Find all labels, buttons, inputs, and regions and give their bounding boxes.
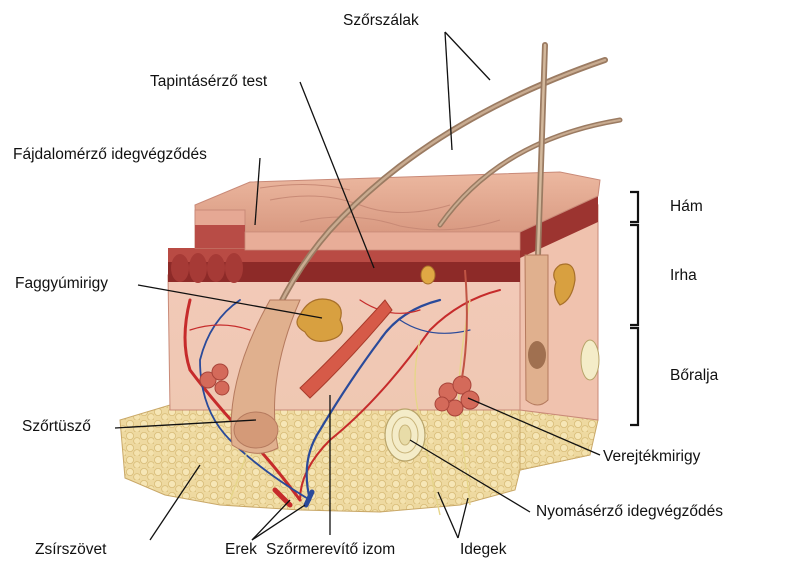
label-nerves: Idegek: [460, 541, 507, 558]
leader-lines: [114, 31, 601, 541]
hair-follicle: [230, 254, 549, 454]
label-pressure-receptor: Nyomásérző idegvégződés: [536, 503, 723, 520]
label-hairs: Szőrszálak: [343, 12, 419, 29]
label-arrector-muscle: Szőrmerevítő izom: [266, 541, 396, 558]
label-blood-vessels: Erek: [225, 541, 257, 558]
label-fat-tissue: Zsírszövet: [35, 541, 107, 558]
sebaceous-gland: [296, 263, 576, 342]
pacinian-corpuscle: [384, 339, 600, 462]
arrector-pili-muscle: [299, 299, 393, 399]
label-epidermis: Hám: [670, 198, 703, 215]
label-dermis: Irha: [670, 267, 697, 284]
label-pain-nerve-ending: Fájdalomérző idegvégződés: [13, 146, 207, 163]
sweat-gland: [199, 269, 480, 417]
label-hypodermis: Bőralja: [670, 367, 719, 384]
label-sweat-gland: Verejtékmirigy: [603, 448, 701, 465]
label-touch-receptor: Tapintásérző test: [150, 73, 268, 90]
label-hair-follicle: Szőrtüsző: [22, 418, 91, 435]
label-sebaceous-gland: Faggyúmirigy: [15, 275, 109, 292]
layer-brackets: [630, 190, 640, 427]
